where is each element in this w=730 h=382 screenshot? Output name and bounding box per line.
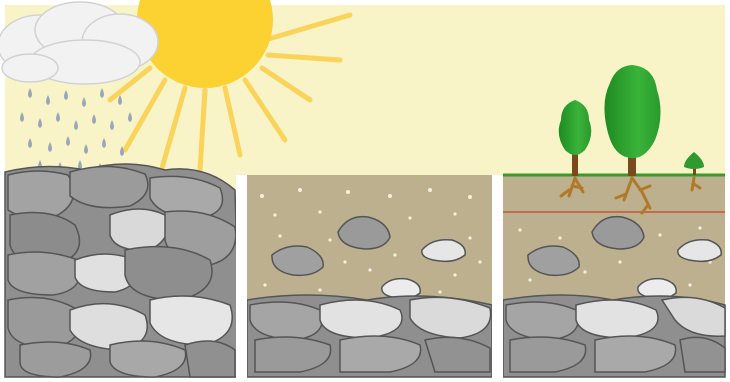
panel-divider <box>236 175 247 382</box>
panel-regolith-formation <box>247 175 492 377</box>
panel-divider <box>492 175 503 382</box>
bedrock-icon <box>503 295 725 377</box>
bedrock-icon <box>247 295 492 377</box>
bedrock-icon <box>5 164 240 377</box>
